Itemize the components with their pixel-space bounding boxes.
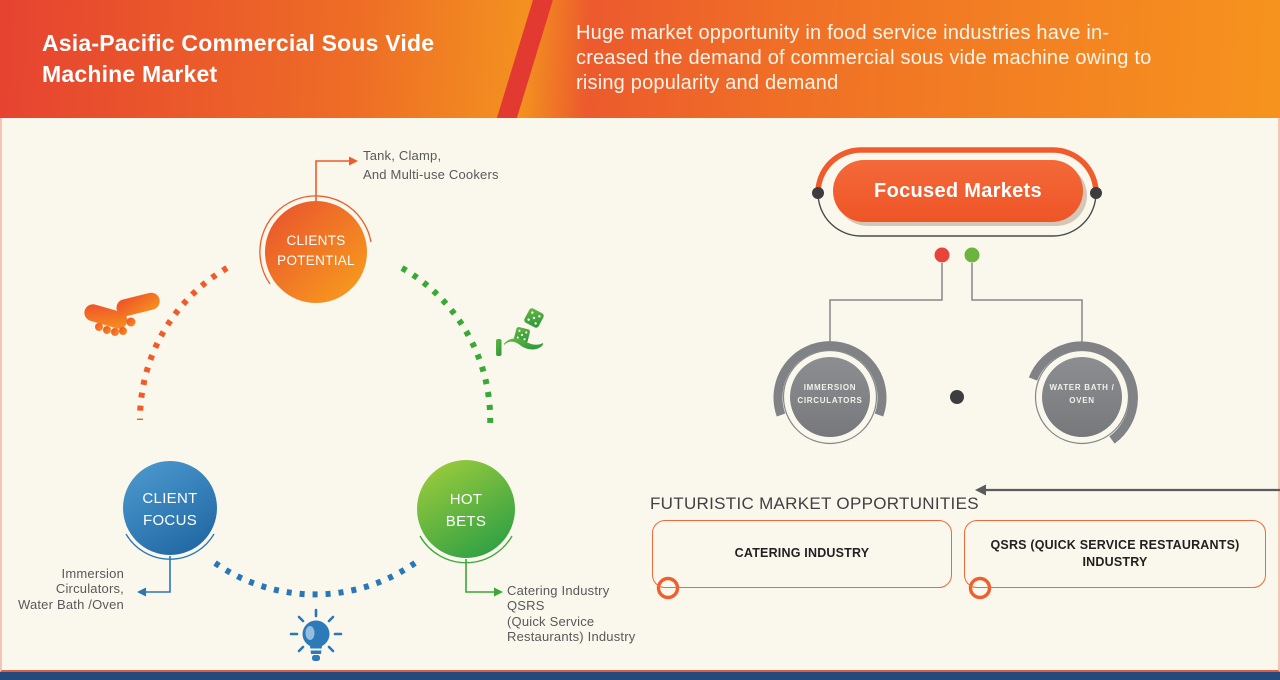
dice-hand-icon (496, 308, 544, 356)
clients-potential-circle (265, 201, 367, 303)
catering-box-label: CATERING INDUSTRY (734, 546, 870, 561)
clients-potential-arc (259, 195, 372, 285)
lightbulb-icon (289, 608, 343, 661)
immersion-annotation: Immersion Circulators, Water Bath /Oven (17, 566, 124, 612)
node-immersion-label: IMMERSION CIRCULATORS (797, 383, 863, 405)
hot-bets-circle (417, 460, 515, 558)
futuristic-heading: FUTURISTIC MARKET OPPORTUNITIES (650, 494, 979, 513)
ring-arc-blue (213, 560, 417, 598)
node-connector-left (829, 263, 943, 342)
client-focus-label: CLIENT FOCUS (142, 490, 198, 529)
green-dot (964, 247, 980, 263)
node-connector-right (971, 263, 1083, 342)
focused-markets-outline (812, 147, 1102, 237)
center-dot (950, 390, 964, 404)
red-dot (934, 247, 950, 263)
handshake-icon (84, 292, 160, 336)
catering-box: CATERING INDUSTRY (652, 520, 952, 588)
hot-bets-label: HOT BETS (445, 491, 487, 530)
tank-annotation: Tank, Clamp, And Multi-use Cookers (363, 148, 499, 182)
page-subtitle: Huge market opportunity in food service … (576, 22, 1152, 95)
outline-dot-right (1090, 187, 1102, 199)
ring-arc-orange (136, 265, 229, 421)
node-waterbath-label: WATER BATH / OVEN (1049, 383, 1115, 405)
outline-dot-left (812, 187, 824, 199)
catering-annotation: Catering Industry QSRS (Quick Service Re… (507, 583, 636, 644)
node-immersion-circle (773, 341, 887, 445)
client-focus-connector (137, 556, 171, 597)
qsrs-box: QSRS (QUICK SERVICE RESTAURANTS) INDUSTR… (964, 520, 1266, 588)
node-waterbath-circle (1028, 341, 1138, 445)
clients-potential-label: CLIENTS POTENTIAL (277, 233, 355, 269)
futuristic-arrow (975, 484, 1280, 496)
focused-markets-label: Focused Markets (874, 179, 1042, 202)
ring-arc-green (400, 265, 494, 430)
header: Asia-Pacific Commercial Sous Vide Machin… (0, 0, 1280, 118)
clients-potential-connector (315, 156, 358, 201)
page-title: Asia-Pacific Commercial Sous Vide Machin… (42, 30, 435, 88)
hot-bets-connector (465, 559, 503, 597)
focused-markets-pill (833, 160, 1083, 222)
qsrs-box-label: QSRS (QUICK SERVICE RESTAURANTS) INDUSTR… (990, 537, 1240, 570)
client-focus-circle (123, 461, 217, 555)
footer-bar (0, 672, 1280, 680)
